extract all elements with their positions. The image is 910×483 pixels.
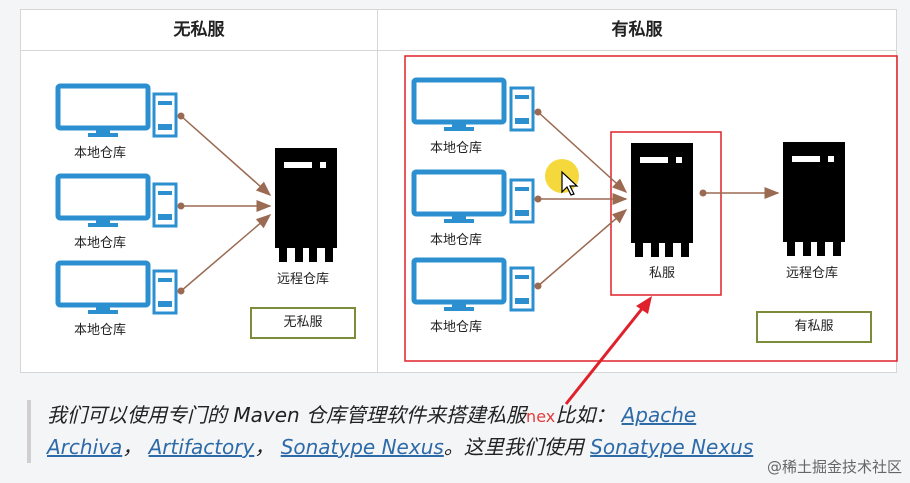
left-local-repo-1	[58, 86, 178, 138]
link-apache-archiva-2[interactable]: Archiva	[47, 435, 123, 459]
left-column-title: 无私服	[21, 10, 377, 51]
pc-tower-icon	[509, 86, 535, 132]
column-divider	[377, 10, 378, 372]
monitor-icon	[414, 172, 504, 223]
left-legend: 无私服	[250, 307, 356, 339]
caption-sep-2: ，	[254, 435, 275, 459]
annotation-arrow	[564, 296, 652, 405]
caption-paragraph: 我们可以使用专门的 Maven 仓库管理软件来搭建私服nex比如： Apache…	[27, 400, 907, 463]
private-network-frame	[404, 55, 898, 362]
private-server-frame	[610, 131, 722, 296]
left-remote-server-icon	[275, 148, 337, 262]
right-local-repo-3	[414, 260, 535, 312]
caption-sep-1: ，	[122, 435, 143, 459]
monitor-icon	[58, 86, 148, 137]
left-remote-label: 远程仓库	[277, 272, 330, 287]
left-local-label-3: 本地仓库	[74, 323, 127, 338]
left-arrows	[177, 112, 272, 295]
right-local-repo-2	[414, 172, 535, 224]
left-local-repo-2	[58, 176, 178, 228]
left-local-label-1: 本地仓库	[74, 146, 127, 161]
pc-tower-icon	[152, 269, 178, 315]
link-sonatype-nexus[interactable]: Sonatype Nexus	[280, 435, 444, 459]
right-local-label-2: 本地仓库	[430, 233, 483, 248]
pc-tower-icon	[152, 92, 178, 138]
right-arrows	[534, 108, 780, 290]
right-local-repo-1	[414, 80, 535, 132]
caption-text-3: 。这里我们使用	[443, 435, 584, 459]
link-artifactory[interactable]: Artifactory	[148, 435, 255, 459]
left-local-label-2: 本地仓库	[74, 236, 127, 251]
right-remote-label: 远程仓库	[786, 266, 839, 281]
link-sonatype-nexus-2[interactable]: Sonatype Nexus	[590, 435, 754, 459]
caption-text-2: 比如：	[555, 403, 616, 427]
monitor-icon	[58, 176, 148, 227]
left-local-repo-3	[58, 263, 178, 315]
pc-tower-icon	[152, 182, 178, 228]
right-remote-server-icon	[783, 142, 845, 256]
caption-text-1: 我们可以使用专门的 Maven 仓库管理软件来搭建私服	[47, 403, 527, 427]
cursor-icon	[561, 170, 579, 196]
private-server-label: 私服	[649, 266, 676, 281]
pc-tower-icon	[509, 266, 535, 312]
right-legend: 有私服	[756, 311, 872, 343]
monitor-icon	[414, 80, 504, 131]
link-apache-archiva-1[interactable]: Apache	[621, 403, 697, 427]
right-local-label-3: 本地仓库	[430, 320, 483, 335]
pc-tower-icon	[509, 178, 535, 224]
watermark: @稀土掘金技术社区	[766, 458, 902, 476]
right-column-title: 有私服	[378, 10, 896, 51]
monitor-icon	[414, 260, 504, 311]
right-local-label-1: 本地仓库	[430, 141, 483, 156]
caption-overlay-text: nex	[526, 407, 556, 426]
private-server-icon	[631, 143, 693, 257]
monitor-icon	[58, 263, 148, 314]
